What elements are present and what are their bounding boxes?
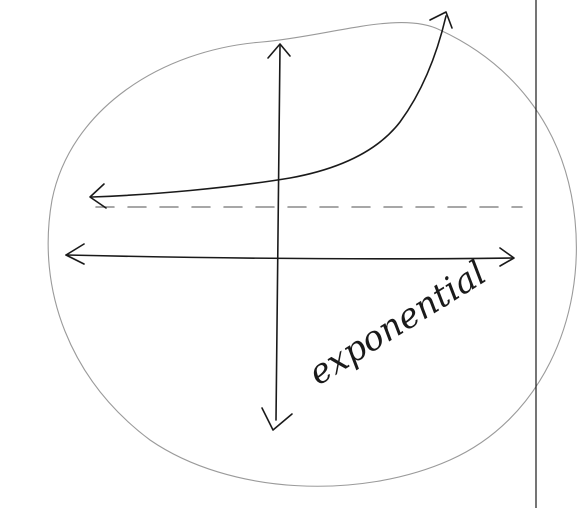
y-axis-top-arrowhead (267, 43, 291, 59)
curve-label: exponential (302, 253, 494, 394)
enclosing-circle (47, 22, 577, 487)
y-axis-bottom-arrowhead (261, 407, 293, 431)
exponential-curve (91, 15, 447, 198)
x-axis-right-arrowhead (499, 247, 515, 267)
curve-left-arrowhead (89, 183, 107, 209)
x-axis (65, 254, 513, 260)
x-axis-left-arrowhead (65, 243, 85, 265)
y-axis (275, 45, 281, 421)
curve-right-arrowhead (429, 11, 453, 29)
